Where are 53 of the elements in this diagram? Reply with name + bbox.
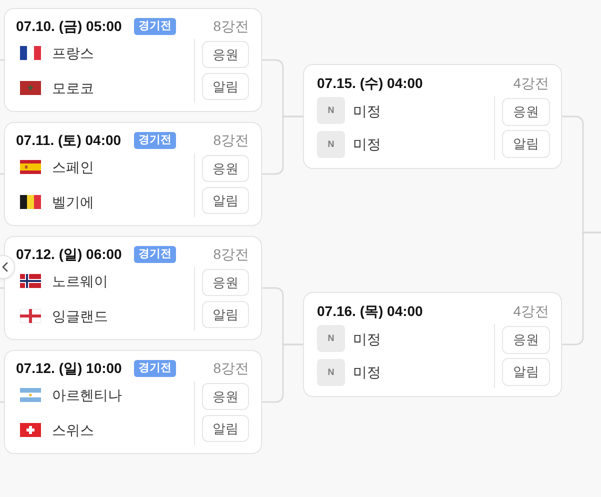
match-card	[4, 350, 262, 454]
cheer-button: 응원	[202, 155, 249, 182]
cheer-button: 응원	[202, 269, 249, 296]
team-name: 미정	[353, 135, 381, 154]
match-date: 07.11. (토) 04:00	[16, 131, 122, 150]
status-badge: 경기전	[134, 18, 176, 35]
cheer-button: 응원	[202, 383, 249, 410]
notify-button: 알림	[202, 301, 249, 328]
notify-button: 알림	[502, 130, 550, 158]
notify-button: 알림	[202, 187, 249, 214]
round-label: 8강전	[213, 359, 249, 378]
match-card	[4, 8, 262, 112]
status-badge: 경기전	[134, 132, 176, 149]
placeholder-tile: N	[317, 131, 345, 158]
team-name: 벨기에	[52, 193, 94, 212]
team-name: 노르웨이	[52, 272, 108, 291]
match-date: 07.12. (일) 10:00	[16, 359, 122, 378]
match-card	[303, 292, 562, 397]
match-card	[303, 64, 562, 169]
placeholder-tile: N	[317, 359, 345, 386]
match-date: 07.10. (금) 05:00	[16, 17, 122, 36]
match-date: 07.16. (목) 04:00	[317, 302, 423, 321]
team-name: 프랑스	[52, 44, 94, 63]
cheer-button: 응원	[202, 41, 249, 68]
round-label: 4강전	[513, 302, 549, 321]
round-label: 4강전	[513, 74, 549, 93]
team-name: 미정	[353, 330, 381, 349]
round-label: 8강전	[213, 131, 249, 150]
bracket-line	[562, 232, 601, 346]
cheer-button: 응원	[502, 98, 550, 126]
placeholder-tile: N	[317, 97, 345, 124]
status-badge: 경기전	[134, 246, 176, 263]
notify-button: 알림	[202, 73, 249, 100]
match-card	[4, 236, 262, 340]
team-name: 스위스	[52, 421, 94, 440]
round-label: 8강전	[213, 17, 249, 36]
cheer-button: 응원	[502, 326, 550, 354]
match-card	[4, 122, 262, 226]
placeholder-tile: N	[317, 325, 345, 352]
round-label: 8강전	[213, 245, 249, 264]
team-name: 모로코	[52, 79, 94, 98]
team-name: 잉글랜드	[52, 307, 108, 326]
team-name: 아르헨티나	[52, 386, 122, 405]
notify-button: 알림	[202, 415, 249, 442]
bracket-line	[262, 116, 303, 175]
bracket-line	[262, 344, 303, 403]
team-name: 미정	[353, 363, 381, 382]
match-date: 07.15. (수) 04:00	[317, 74, 423, 93]
notify-button: 알림	[502, 358, 550, 386]
status-badge: 경기전	[134, 360, 176, 377]
team-name: 미정	[353, 102, 381, 121]
team-name: 스페인	[52, 158, 94, 177]
match-date: 07.12. (일) 06:00	[16, 245, 122, 264]
